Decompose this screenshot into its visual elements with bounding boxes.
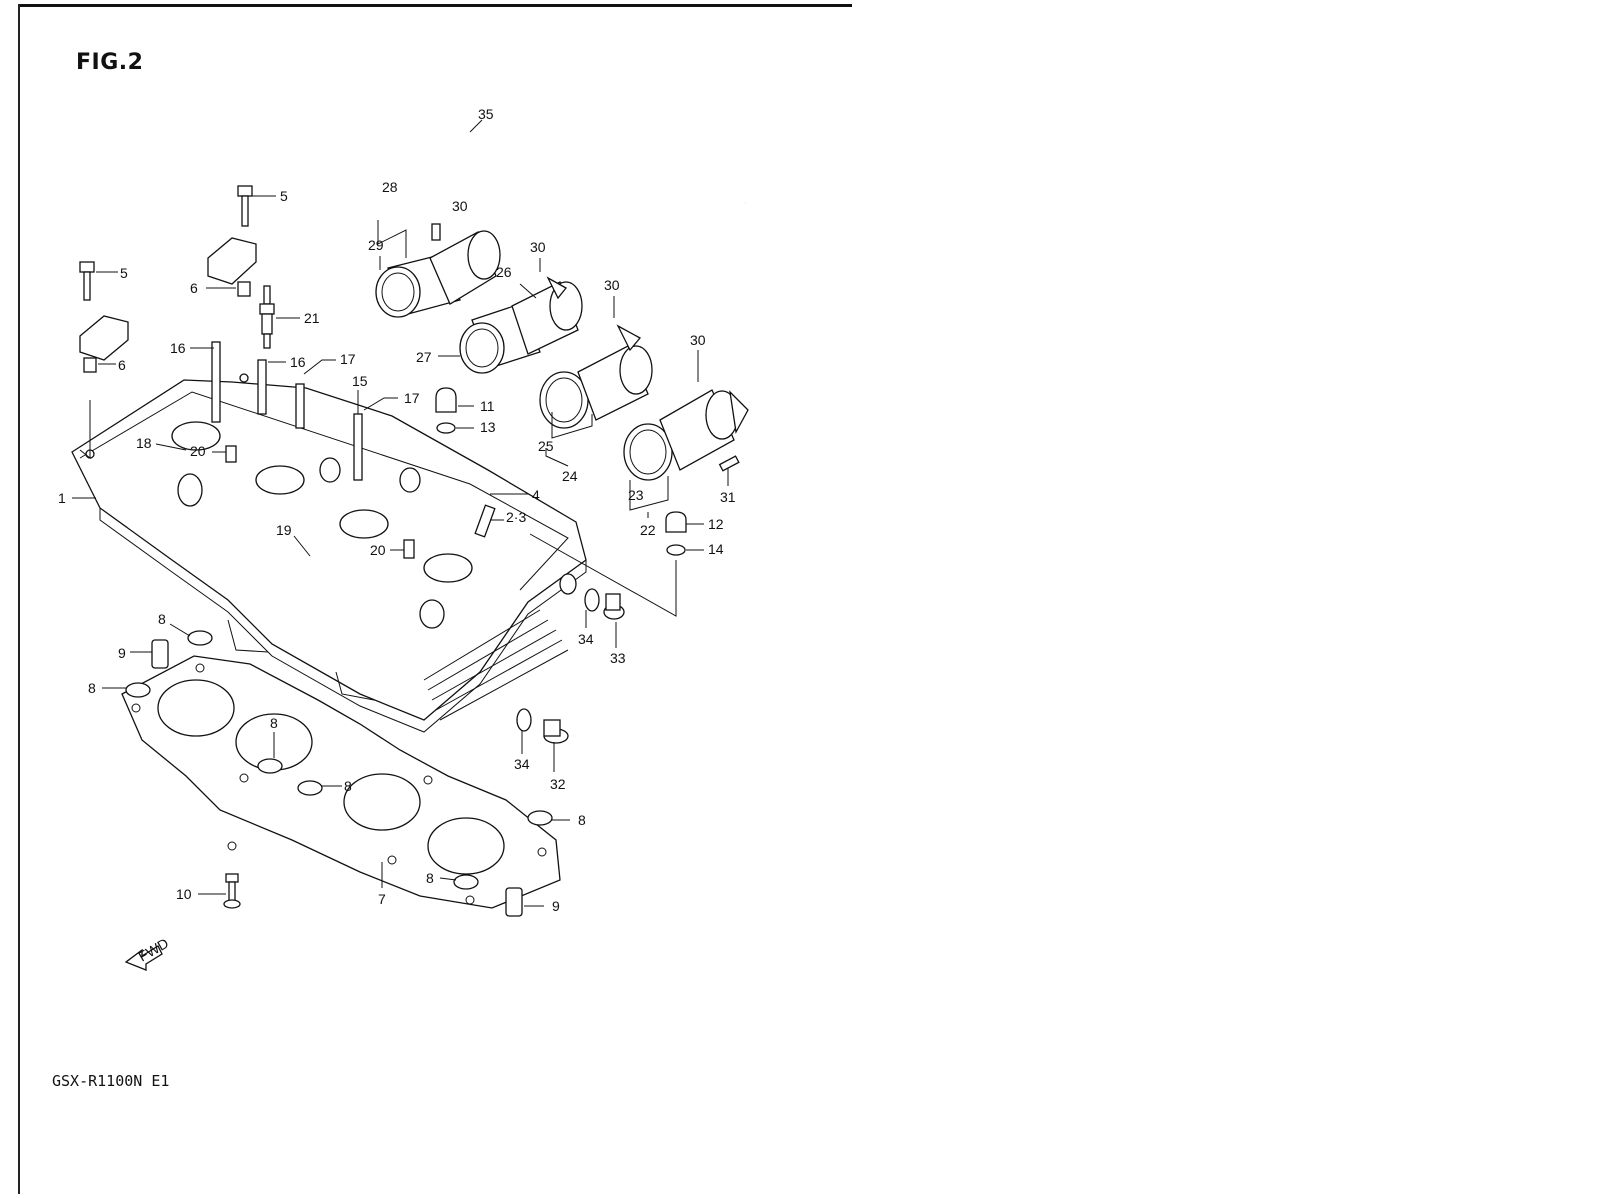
- callout-18: 18: [136, 435, 152, 451]
- callout-28: 28: [382, 179, 398, 195]
- model-code: GSX-R1100N E1: [52, 1072, 170, 1090]
- callout-30b: 30: [530, 239, 546, 255]
- callout-25: 25: [538, 438, 554, 454]
- callout-29: 29: [368, 237, 384, 253]
- callout-6a: 6: [190, 280, 198, 296]
- callout-4: 4: [532, 487, 540, 503]
- callout-5a: 5: [280, 188, 288, 204]
- page-left-edge: [18, 4, 20, 1194]
- callout-30c: 30: [604, 277, 620, 293]
- callout-17b: 17: [404, 390, 420, 406]
- callout-20a: 20: [190, 443, 206, 459]
- callout-16a: 16: [170, 340, 186, 356]
- callout-14: 14: [708, 541, 724, 557]
- callout-34b: 34: [514, 756, 530, 772]
- callout-12: 12: [708, 516, 724, 532]
- leader-lines: [72, 119, 729, 907]
- callout-8b: 8: [88, 680, 96, 696]
- plugs-and-gaskets: [516, 588, 625, 744]
- intake-pipe-2: [459, 276, 583, 374]
- callout-8c: 8: [270, 715, 278, 731]
- cylinder-head-gasket: [121, 655, 561, 909]
- breather-hose: [424, 126, 747, 248]
- callout-1: 1: [58, 490, 66, 506]
- dowels-and-bolt: [151, 639, 523, 917]
- callout-labels: 1 2·3 4 5 5 6 6 7 8 8 8 8 8 8 9 9 10 11 …: [58, 106, 736, 914]
- cap-nuts-washers: [435, 387, 687, 556]
- callout-32: 32: [550, 776, 566, 792]
- callout-22: 22: [640, 522, 656, 538]
- intake-pipe-4: [623, 389, 749, 481]
- callout-8a: 8: [158, 611, 166, 627]
- callout-9b: 9: [552, 898, 560, 914]
- callout-16b: 16: [290, 354, 306, 370]
- spark-plug: [259, 285, 275, 349]
- callout-11: 11: [480, 398, 495, 414]
- callout-8d: 8: [344, 778, 352, 794]
- callout-19: 19: [276, 522, 292, 538]
- callout-30a: 30: [452, 198, 468, 214]
- callout-30d: 30: [690, 332, 706, 348]
- callout-9a: 9: [118, 645, 126, 661]
- camshaft-holders: [79, 185, 257, 373]
- callout-10: 10: [176, 886, 192, 902]
- callout-8e: 8: [578, 812, 586, 828]
- cylinder-head: [71, 373, 587, 733]
- callout-27: 27: [416, 349, 432, 365]
- intake-pipe-3: [539, 324, 653, 429]
- callout-23: 23: [628, 487, 644, 503]
- fwd-arrow: FWD: [124, 935, 171, 971]
- callout-31: 31: [720, 489, 736, 505]
- callout-35: 35: [478, 106, 494, 122]
- callout-34a: 34: [578, 631, 594, 647]
- callout-24: 24: [562, 468, 578, 484]
- callout-2-3: 2·3: [506, 509, 526, 525]
- callout-13: 13: [480, 419, 496, 435]
- callout-21: 21: [304, 310, 320, 326]
- callout-17a: 17: [340, 351, 356, 367]
- page-top-edge: [18, 4, 852, 7]
- intake-pipe-1: [375, 223, 501, 318]
- callout-20b: 20: [370, 542, 386, 558]
- figure-title: FIG.2: [76, 50, 144, 75]
- callout-33: 33: [610, 650, 626, 666]
- washers: [125, 630, 553, 890]
- callout-26: 26: [496, 264, 512, 280]
- callout-5b: 5: [120, 265, 128, 281]
- callout-15: 15: [352, 373, 368, 389]
- callout-7: 7: [378, 891, 386, 907]
- callout-6b: 6: [118, 357, 126, 373]
- callout-8f: 8: [426, 870, 434, 886]
